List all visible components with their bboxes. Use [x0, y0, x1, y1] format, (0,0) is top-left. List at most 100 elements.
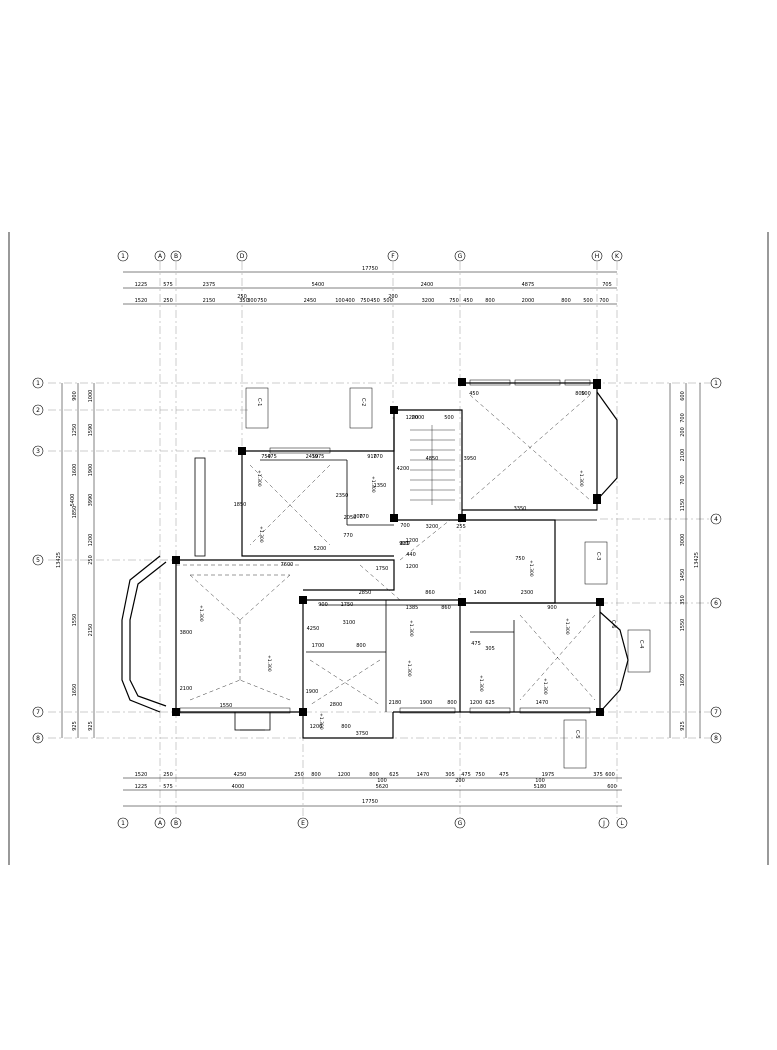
room-dimension: 1200	[470, 700, 483, 706]
dimension-value: 450	[463, 298, 473, 304]
axis-label-top-f: F	[391, 253, 395, 260]
room-dimension: 750	[261, 454, 271, 460]
room-dimension: 750	[515, 556, 525, 562]
room-dimension: 1900	[420, 700, 433, 706]
elevation-mark: +1.300	[318, 713, 324, 730]
dimension-value: 1225	[135, 784, 148, 790]
dimension-value: 1225	[135, 282, 148, 288]
axis-label-right-1: 1	[714, 380, 718, 387]
dimension-value: 4250	[234, 772, 247, 778]
dimension-value: 4875	[522, 282, 535, 288]
room-dimension: 1200	[406, 415, 419, 421]
room-dimension: 1975	[312, 454, 325, 460]
axis-label-top-g: G	[458, 253, 463, 260]
room-dimension: 450	[469, 391, 479, 397]
dimension-value: 475	[499, 772, 509, 778]
axis-label-left-2: 2	[36, 407, 40, 414]
room-dimension: 500	[581, 391, 591, 397]
note-box-label: C-4	[638, 640, 644, 648]
dimension-value: 1975	[542, 772, 555, 778]
axis-label-bottom-e: E	[301, 820, 305, 827]
axis-label-left-7: 7	[36, 709, 40, 716]
dimension-value: 300	[247, 298, 257, 304]
room-dimension: 475	[471, 641, 481, 647]
room-dimension: 2100	[180, 686, 193, 692]
room-dimension: 900	[318, 602, 328, 608]
elevation-mark: +1.300	[542, 678, 548, 695]
axis-label-top-a: A	[158, 253, 163, 260]
dimension-value: 400	[345, 298, 355, 304]
dimension-value: 625	[389, 772, 399, 778]
dimension-value: 1650	[72, 684, 78, 697]
room-dimension: 3200	[426, 524, 439, 530]
room-dimension: 2300	[521, 590, 534, 596]
dimension-value: 1650	[680, 674, 686, 687]
dimension-value: 925	[680, 721, 686, 731]
dimension-value: 350	[239, 298, 249, 304]
room-dimension: 1750	[341, 602, 354, 608]
axis-label-top-b: B	[174, 253, 178, 260]
room-dimension: 910	[367, 454, 377, 460]
dimension-value: 500	[583, 298, 593, 304]
bottom-overall-dimension: 17750	[362, 799, 378, 805]
elevation-mark: +1.300	[256, 470, 262, 487]
dimension-value: 450	[370, 298, 380, 304]
dimension-value: 2400	[421, 282, 434, 288]
room-dimension: 1550	[220, 703, 233, 709]
bottom-dimension-lines	[123, 777, 622, 807]
bottom-axis-bubbles	[117, 817, 628, 829]
elevation-mark: +1.300	[258, 526, 264, 543]
room-dimension: 440	[406, 552, 416, 558]
room-dimension: 1200	[406, 538, 419, 544]
room-dimension: 500	[444, 415, 454, 421]
axis-label-bottom-a: A	[158, 820, 163, 827]
dimension-value: 1850	[72, 506, 78, 519]
axis-label-bottom-j: J	[602, 820, 605, 827]
dimension-value: 575	[163, 784, 173, 790]
room-dimension: 1200	[310, 724, 323, 730]
top-axis-bubbles	[117, 250, 623, 262]
top-center-dim-b: 200	[388, 294, 398, 300]
note-box-label: C-1	[256, 398, 262, 406]
axis-label-right-4: 4	[714, 516, 718, 523]
dimension-value: 3200	[422, 298, 435, 304]
axis-label-top-h: H	[595, 253, 600, 260]
axis-label-left-5: 5	[36, 557, 40, 564]
windows	[179, 379, 591, 714]
elevation-marks: +1.300+1.300+1.300+1.300+1.300+1.300+1.3…	[198, 470, 584, 730]
room-dimension: 625	[485, 700, 495, 706]
room-dimension: 860	[441, 605, 451, 611]
dimension-value: 1550	[72, 614, 78, 627]
right-axis-bubbles	[710, 377, 722, 744]
dimension-value: 800	[485, 298, 495, 304]
dimension-value: 5620	[376, 784, 389, 790]
dimension-value: 1450	[680, 569, 686, 582]
room-dimension: 913	[399, 541, 409, 547]
axis-label-bottom-g: G	[458, 820, 463, 827]
top-overall-dimension: 17750	[362, 266, 378, 272]
top-dimension-lines	[123, 271, 617, 305]
dimension-value: 1250	[72, 424, 78, 437]
axis-label-right-6: 6	[714, 600, 718, 607]
elevation-mark: +1.300	[564, 618, 570, 635]
dimension-value: 4000	[232, 784, 245, 790]
dimension-value: 1200	[88, 534, 94, 547]
axis-label-left-3: 3	[36, 448, 40, 455]
room-dimension: 800	[341, 724, 351, 730]
dimension-value: 2100	[680, 449, 686, 462]
room-dimension: 2450	[306, 454, 319, 460]
dimension-value: 800	[311, 772, 321, 778]
axis-label-right-8: 8	[714, 735, 718, 742]
dimension-value: 5180	[534, 784, 547, 790]
room-dimension: 770	[343, 533, 353, 539]
dimension-value: 5400	[312, 282, 325, 288]
dimension-value: 1520	[135, 772, 148, 778]
dimension-value: 2000	[522, 298, 535, 304]
room-dimension: 1900	[306, 689, 319, 695]
dimension-value: 600	[605, 772, 615, 778]
dimension-value: 1600	[72, 464, 78, 477]
elevation-mark: +1.300	[408, 620, 414, 637]
room-dimension: 1850	[234, 502, 247, 508]
